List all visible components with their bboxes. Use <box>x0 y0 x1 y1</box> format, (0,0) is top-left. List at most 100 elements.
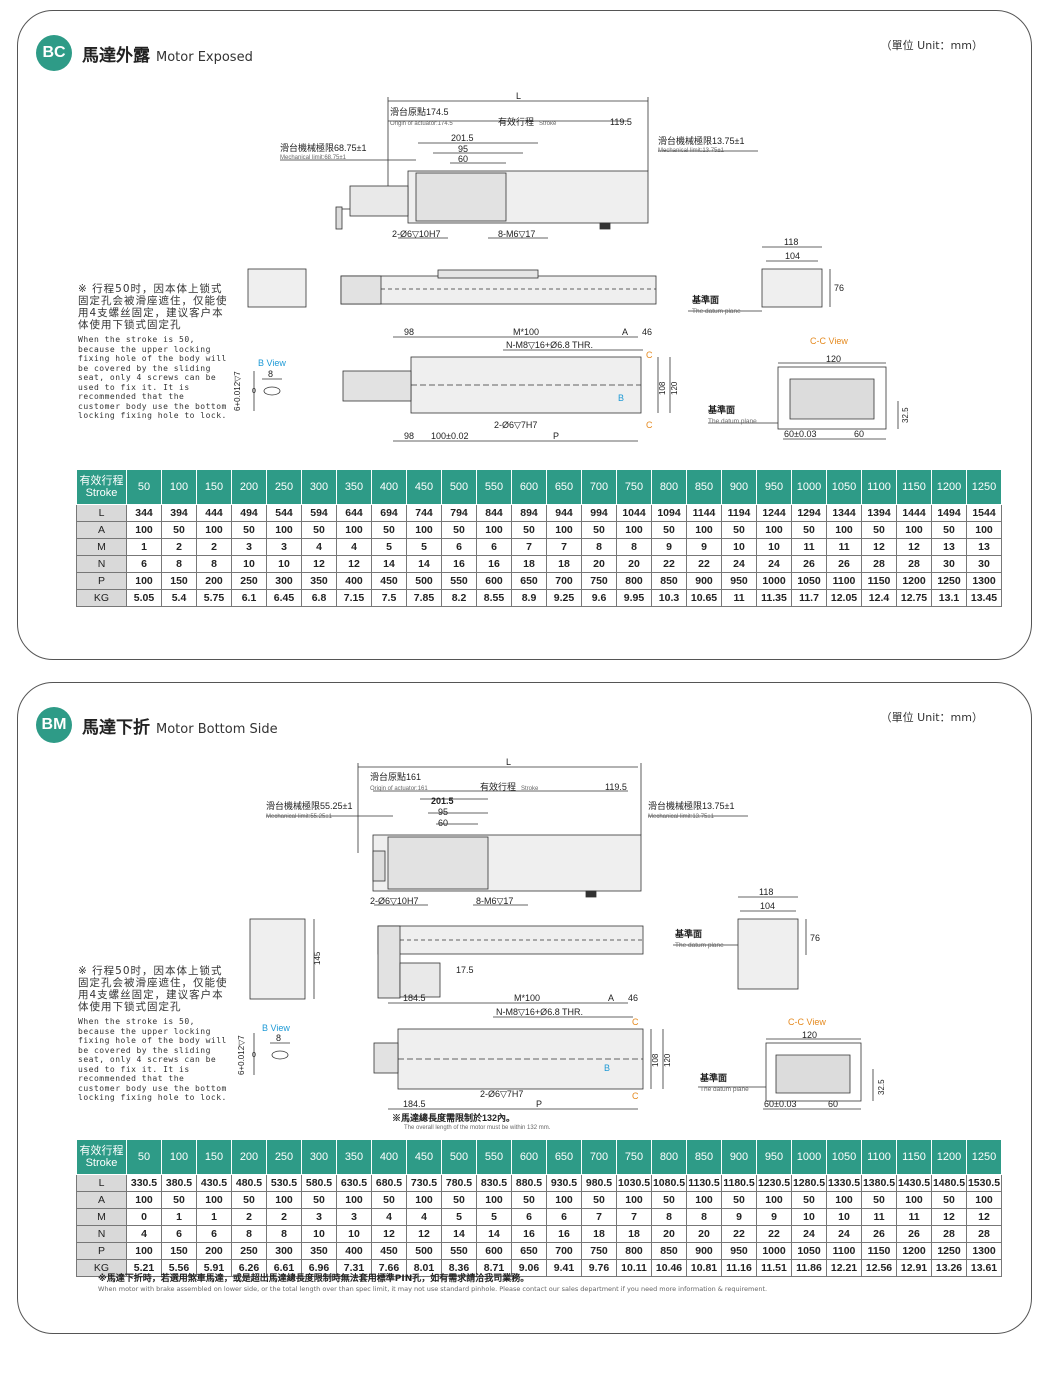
cc-dim-60-tol: 60±0.03 <box>784 429 816 439</box>
table-cell: 444 <box>196 504 232 522</box>
stroke-column-header: 900 <box>721 1139 757 1175</box>
dim-100: 100±0.02 <box>431 431 468 441</box>
table-cell: 24 <box>756 555 792 573</box>
table-cell: 50 <box>581 521 617 539</box>
table-cell: 12.75 <box>896 589 932 607</box>
table-cell: 530.5 <box>266 1174 302 1192</box>
thread-spec: N-M8▽16+Ø6.8 THR. <box>506 340 593 350</box>
hole-spec-b: 8-M6▽17 <box>476 896 513 906</box>
dim-98: 98 <box>404 327 414 337</box>
stroke-column-header: 150 <box>196 469 232 505</box>
table-cell: 950 <box>721 572 757 590</box>
b-view-tolerance: 6+0.012▽7 <box>237 1035 246 1075</box>
table-cell: 10.3 <box>651 589 687 607</box>
table-cell: 20 <box>616 555 652 573</box>
table-cell: 494 <box>231 504 267 522</box>
table-cell: 1244 <box>756 504 792 522</box>
dim-145: 145 <box>313 951 322 965</box>
table-cell: 24 <box>826 1225 862 1243</box>
table-cell: 26 <box>896 1225 932 1243</box>
table-cell: 100 <box>686 521 722 539</box>
table-cell: 900 <box>686 572 722 590</box>
table-cell: 100 <box>476 521 512 539</box>
dim-108: 108 <box>658 381 667 395</box>
table-cell: 800 <box>616 572 652 590</box>
table-cell: 100 <box>336 1191 372 1209</box>
table-cell: 9.6 <box>581 589 617 607</box>
table-cell: 100 <box>546 521 582 539</box>
table-cell: 6 <box>161 1225 197 1243</box>
stroke-column-header: 150 <box>196 1139 232 1175</box>
hole-spec-a: 2-Ø6▽10H7 <box>392 229 440 239</box>
table-cell: 100 <box>406 1191 442 1209</box>
dim-118: 118 <box>784 237 798 247</box>
origin-label-en: Origin of actuator:174.5 <box>390 121 453 127</box>
table-cell: 844 <box>476 504 512 522</box>
row-label: KG <box>76 589 127 607</box>
technical-drawing: L 滑台原點161 Origin of actuator:161 有效行程 St… <box>237 757 886 1131</box>
section-c-top: C <box>632 1017 639 1027</box>
table-cell: 2 <box>161 538 197 556</box>
hole-spec-c: 2-Ø6▽7H7 <box>480 1089 523 1099</box>
table-cell: 50 <box>931 521 967 539</box>
table-cell: 12 <box>931 1208 967 1226</box>
datum-label-en: The datum plane <box>692 308 741 315</box>
stroke-column-header: 200 <box>231 469 267 505</box>
table-cell: 28 <box>861 555 897 573</box>
origin-label-en: Origin of actuator:161 <box>370 786 428 792</box>
table-cell: 100 <box>756 1191 792 1209</box>
table-cell: 14 <box>476 1225 512 1243</box>
table-cell: 3 <box>231 538 267 556</box>
table-cell: 10.46 <box>651 1259 687 1277</box>
table-cell: 4 <box>371 1208 407 1226</box>
unit-label: （單位 Unit：mm） <box>880 39 983 52</box>
unit-label: （單位 Unit：mm） <box>880 711 983 724</box>
table-cell: 5.05 <box>126 589 162 607</box>
actuator-side-view <box>340 275 657 305</box>
row-label: P <box>76 572 127 590</box>
stroke-column-header: 350 <box>336 1139 372 1175</box>
table-cell: 1050 <box>791 1242 827 1260</box>
table-cell: 1530.5 <box>966 1174 1002 1192</box>
table-cell: 344 <box>126 504 162 522</box>
cc-view-label: C-C View <box>788 1017 826 1027</box>
cc-view-label: C-C View <box>810 336 848 346</box>
table-cell: 7.31 <box>336 1259 372 1277</box>
table-cell: 1194 <box>721 504 757 522</box>
table-cell: 1200 <box>896 1242 932 1260</box>
table-cell: 9 <box>721 1208 757 1226</box>
table-cell: 580.5 <box>301 1174 337 1192</box>
table-cell: 644 <box>336 504 372 522</box>
mech-limit-right: 滑台機械極限13.75±1 <box>648 800 734 811</box>
table-cell: 900 <box>686 1242 722 1260</box>
table-cell: 100 <box>266 1191 302 1209</box>
cc-dim-60: 60 <box>854 429 864 439</box>
table-cell: 880.5 <box>511 1174 547 1192</box>
table-cell: 5.4 <box>161 589 197 607</box>
row-label: N <box>76 1225 127 1243</box>
table-cell: 50 <box>651 1191 687 1209</box>
table-cell: 1094 <box>651 504 687 522</box>
table-cell: 50 <box>161 521 197 539</box>
table-cell: 6 <box>511 1208 547 1226</box>
stroke-column-header: 350 <box>336 469 372 505</box>
b-view-zero: 0 <box>252 1052 256 1059</box>
table-cell: 50 <box>581 1191 617 1209</box>
table-cell: 5.91 <box>196 1259 232 1277</box>
table-cell: 350 <box>301 1242 337 1260</box>
stroke-column-header: 700 <box>581 469 617 505</box>
mech-limit-left-en: Mechanical limit:68.75±1 <box>280 155 347 161</box>
table-cell: 1100 <box>826 1242 862 1260</box>
table-cell: 12.05 <box>826 589 862 607</box>
table-cell: 950 <box>721 1242 757 1260</box>
table-cell: 1544 <box>966 504 1002 522</box>
table-cell: 730.5 <box>406 1174 442 1192</box>
table-cell: 12.56 <box>861 1259 897 1277</box>
